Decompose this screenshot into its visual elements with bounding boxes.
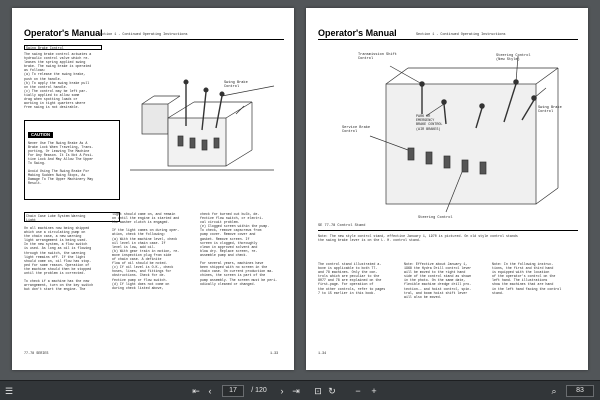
page-number: 1-33	[270, 352, 279, 356]
swing-brake-body: The swing brake control actuates a hydra…	[24, 52, 92, 110]
label-steering-control: Steering Control	[418, 216, 453, 220]
lube-column-3: check for burned out bulb, de- fective f…	[200, 212, 278, 286]
swing-brake-figure-label: Swing Brake Control	[224, 81, 248, 90]
caution-title: CAUTION	[28, 131, 54, 138]
first-page-icon[interactable]: ⇤	[192, 386, 200, 396]
next-page-icon[interactable]: ›	[280, 386, 284, 396]
label-service-brake: Service Brake Control	[342, 126, 371, 135]
stand-text-column-2: Note: Effective about January 1, 1968 th…	[404, 262, 472, 299]
lube-column-2: light should come on, and remain on unti…	[112, 212, 180, 290]
caption-rule	[318, 230, 578, 231]
caution-box: CAUTION Never Use The Swing Brake As A B…	[24, 120, 120, 200]
page-total: / 120	[251, 387, 267, 394]
last-page-icon[interactable]: ⇥	[292, 386, 300, 396]
sidebar-toggle-icon[interactable]: ☰	[4, 386, 14, 396]
label-transmission-shift: Transmission Shift Control	[358, 53, 397, 62]
lube-heading: Chain Case Lube System Warning Light	[26, 213, 86, 222]
section-label: Section 1 - Continued Operating Instruct…	[416, 33, 506, 37]
label-steering-new: Steering Control (New Style)	[496, 54, 531, 63]
figure-note: Note: The new style control stand, effec…	[318, 234, 518, 243]
lube-column-1: On all machines now being shipped which …	[24, 226, 94, 292]
lube-heading-box: Chain Case Lube System Warning Light	[24, 212, 120, 222]
label-swing-brake: Swing Brake Control	[538, 106, 562, 115]
page-number-input[interactable]: 17	[222, 385, 244, 397]
stand-text-column-1: The control stand illustrated a- bove is…	[318, 262, 386, 295]
control-stand-figure	[369, 55, 559, 213]
manual-page-right: Operator's Manual Section 1 - Continued …	[306, 8, 588, 370]
page-header: Operator's Manual Section 1 - Continued …	[24, 26, 284, 40]
search-icon[interactable]: ⌕	[551, 386, 557, 396]
page-number: 1-34	[318, 352, 327, 356]
zoom-out-icon[interactable]: −	[355, 386, 361, 396]
manual-title: Operator's Manual	[24, 28, 103, 38]
caution-text-1: Never Use The Swing Brake As A Brake Loc…	[28, 141, 94, 166]
rotate-icon[interactable]: ↻	[328, 386, 336, 396]
page-header: Operator's Manual Section 1 - Continued …	[318, 26, 578, 40]
label-park-brake: PARK OR EMERGENCY BRAKE CONTROL (AIR BRA…	[416, 115, 443, 132]
page-footer-series: 77-78 SERIES	[24, 352, 49, 356]
manual-page-left: Operator's Manual Section 1 - Continued …	[12, 8, 294, 370]
zoom-level-field[interactable]: 83	[566, 385, 594, 397]
swing-brake-heading: Swing Brake Control	[26, 46, 64, 50]
caution-text-2: Avoid Using The Swing Brake For Making S…	[28, 168, 94, 185]
previous-page-icon[interactable]: ‹	[208, 386, 212, 396]
swing-brake-figure	[130, 79, 275, 171]
section-label: Section 1 - Continued Operating Instruct…	[98, 33, 188, 37]
figure-caption: SE 77-78 Control Stand	[318, 224, 366, 228]
zoom-in-icon[interactable]: +	[371, 386, 377, 396]
manual-title: Operator's Manual	[318, 28, 397, 38]
fit-page-icon[interactable]: ⊡	[314, 386, 322, 396]
stand-text-column-3: Note: In the following instruc- tions, t…	[492, 262, 562, 295]
viewer-toolbar: ☰ ⇤ ‹ 17 / 120 › ⇥ ⊡ ↻ − + ⌕ 83	[0, 380, 600, 400]
swing-brake-heading-box: Swing Brake Control	[24, 45, 102, 50]
